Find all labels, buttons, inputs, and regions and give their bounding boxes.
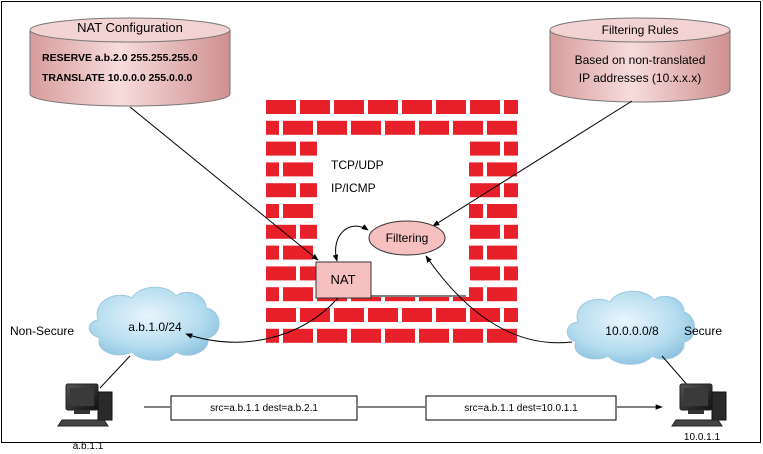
nat-label: NAT	[330, 272, 355, 287]
brick	[487, 204, 517, 218]
filter-rules-title: Filtering Rules	[602, 23, 679, 37]
brick	[402, 100, 432, 114]
diagram-frame	[1, 1, 761, 443]
filtering-label: Filtering	[386, 231, 429, 245]
brick	[385, 328, 415, 343]
brick	[266, 141, 296, 156]
nonsecure-label: Non-Secure	[10, 324, 74, 338]
left-host-link	[99, 355, 131, 389]
brick	[419, 328, 449, 343]
brick	[351, 328, 381, 343]
brick	[266, 308, 296, 322]
brick	[487, 162, 517, 177]
filtering-node	[368, 220, 446, 256]
packet-left-text: src=a.b.1.1 dest=a.b.2.1	[210, 403, 318, 414]
brick	[351, 120, 381, 135]
brick	[368, 100, 398, 114]
brick	[487, 120, 517, 135]
protocol-tcp-udp: TCP/UDP	[331, 158, 384, 172]
secure-cloud: 10.0.0.0/8	[566, 290, 695, 365]
brick	[487, 245, 517, 260]
brick	[266, 266, 296, 281]
brick	[300, 308, 330, 322]
brick	[419, 120, 449, 135]
brick	[266, 204, 279, 218]
brick	[334, 100, 364, 114]
brick	[470, 183, 500, 198]
packet-box-right	[425, 395, 617, 421]
nat-filtering-arrow	[332, 224, 369, 262]
packet-right-text: src=a.b.1.1 dest=10.0.1.1	[464, 403, 578, 414]
nat-config-arrow	[129, 106, 319, 261]
brick	[283, 287, 313, 302]
right-host-ip: 10.0.1.1	[684, 432, 721, 443]
brick	[266, 287, 279, 302]
packet-box-left	[170, 395, 358, 421]
brick	[470, 308, 500, 322]
brick	[453, 120, 483, 135]
right-host-link	[661, 355, 691, 389]
brick	[266, 328, 279, 343]
nat-config-title: NAT Configuration	[77, 20, 183, 35]
brick	[266, 183, 296, 198]
brick	[266, 245, 279, 260]
brick	[453, 328, 483, 343]
left-host-ip: a.b.1.1	[73, 441, 104, 452]
brick	[283, 245, 313, 260]
brick	[470, 266, 500, 281]
left-computer-icon	[57, 383, 113, 427]
brick	[436, 100, 466, 114]
brick	[317, 120, 347, 135]
brick	[504, 266, 518, 281]
brick	[504, 183, 518, 198]
brick	[402, 308, 432, 322]
brick	[504, 224, 518, 239]
brick	[283, 120, 313, 135]
nonsecure-network-label: a.b.1.0/24	[128, 320, 182, 334]
brick	[283, 328, 313, 343]
brick	[385, 120, 415, 135]
brick	[504, 308, 518, 322]
nat-config-database: NAT Configuration RESERVE a.b.2.0 255.25…	[29, 17, 231, 107]
brick	[283, 162, 313, 177]
brick	[470, 224, 500, 239]
brick	[266, 120, 279, 135]
brick	[266, 100, 296, 114]
nonsecure-nat-arrow	[185, 297, 339, 343]
brick	[368, 308, 398, 322]
brick	[470, 100, 500, 114]
nat-node	[315, 261, 372, 299]
brick	[300, 100, 330, 114]
secure-filtering-arrow	[425, 255, 573, 344]
protocol-ip-icmp: IP/ICMP	[331, 181, 376, 195]
filter-rules-arrow	[432, 100, 633, 227]
brick	[266, 224, 296, 239]
brick	[436, 308, 466, 322]
secure-label: Secure	[684, 324, 722, 338]
brick	[487, 287, 517, 302]
filter-rules-line1: Based on non-translated	[575, 53, 706, 67]
brick	[334, 308, 364, 322]
brick	[266, 162, 279, 177]
secure-network-label: 10.0.0.0/8	[605, 324, 659, 338]
brick	[470, 141, 500, 156]
brick	[504, 141, 518, 156]
filtering-rules-database: Filtering Rules Based on non-translated …	[549, 17, 731, 103]
brick	[504, 100, 518, 114]
nat-config-translate: TRANSLATE 10.0.0.0 255.0.0.0	[42, 72, 193, 84]
brick	[317, 328, 347, 343]
nat-config-reserve: RESERVE a.b.2.0 255.255.255.0	[42, 52, 198, 64]
filter-rules-line2: IP addresses (10.x.x.x)	[579, 71, 702, 85]
right-computer-icon	[671, 383, 727, 427]
brick	[487, 328, 517, 343]
brick	[283, 204, 313, 218]
nonsecure-cloud: a.b.1.0/24	[88, 286, 220, 361]
